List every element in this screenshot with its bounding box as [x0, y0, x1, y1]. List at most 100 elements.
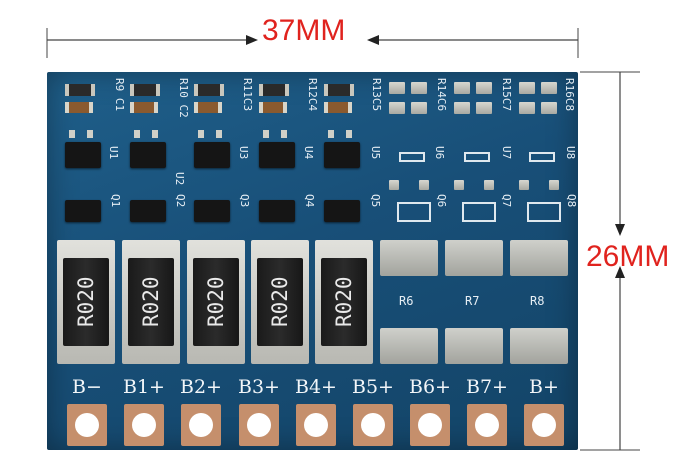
terminal-hole: [418, 413, 442, 437]
resistor-ref-label: R7: [465, 294, 480, 308]
ic-pin: [346, 130, 352, 138]
ic-chip: [324, 142, 360, 168]
terminal-pad-b7[interactable]: [467, 404, 507, 446]
shunt-body: [321, 258, 367, 346]
shunt-marking: R020: [74, 276, 98, 328]
ref-label: R9 C1: [113, 78, 126, 112]
ic-chip: [130, 142, 166, 168]
empty-resistor-pad: [445, 328, 503, 364]
height-dimension-label: 26MM: [586, 240, 670, 273]
empty-pad: [519, 102, 535, 114]
terminal-label: B−: [72, 376, 102, 398]
shunt-resistor: R020: [187, 240, 245, 364]
shunt-resistor: R020: [122, 240, 180, 364]
ic-ref-label: U3: [237, 146, 250, 160]
ic-chip: [65, 142, 101, 168]
empty-resistor-pad: [445, 240, 503, 276]
ic-ref-label: U7: [500, 146, 513, 160]
q-ref-label: Q6: [435, 194, 448, 208]
terminal-pad-b6[interactable]: [410, 404, 450, 446]
terminal-pad-b5[interactable]: [353, 404, 393, 446]
ic-ref-label: U8: [564, 146, 577, 160]
shunt-body: [63, 258, 109, 346]
chip-resistor: [324, 84, 354, 96]
terminal-label: B6+: [409, 376, 451, 398]
ic-ref-label: U5: [369, 146, 382, 160]
ic-ref-label: U1: [107, 146, 120, 160]
ic-ref-label: U6: [433, 146, 446, 160]
chip-capacitor: [324, 102, 352, 113]
chip-resistor: [130, 84, 160, 96]
empty-pad: [519, 82, 535, 94]
empty-resistor-pad: [510, 240, 568, 276]
terminal-hole: [361, 413, 385, 437]
empty-pad: [454, 180, 464, 190]
ic-pin: [198, 130, 204, 138]
terminal-label: B1+: [123, 376, 165, 398]
terminal-pad-b1[interactable]: [124, 404, 164, 446]
ref-label: R14C6: [435, 78, 448, 112]
ic-pin: [263, 130, 269, 138]
chip-capacitor: [65, 102, 93, 113]
shunt-body: [128, 258, 174, 346]
ic-ref-label: U4: [302, 146, 315, 160]
terminal-hole: [304, 413, 328, 437]
empty-pad: [411, 82, 427, 94]
empty-pad: [549, 180, 559, 190]
ref-label: R15C7: [500, 78, 513, 112]
terminal-label: B3+: [238, 376, 280, 398]
shunt-resistor: R020: [57, 240, 115, 364]
ic-pin: [69, 130, 75, 138]
terminal-hole: [189, 413, 213, 437]
shunt-marking: R020: [332, 276, 356, 328]
shunt-marking: R020: [139, 276, 163, 328]
mosfet: [130, 200, 166, 222]
empty-pad: [411, 102, 427, 114]
chip-resistor: [65, 84, 95, 96]
empty-pad: [476, 102, 492, 114]
empty-pad: [519, 180, 529, 190]
shunt-body: [257, 258, 303, 346]
q-outline: [462, 202, 496, 222]
q-ref-label: Q2: [174, 194, 187, 208]
empty-resistor-pad: [510, 328, 568, 364]
empty-resistor-pad: [380, 328, 438, 364]
terminal-pad-b-minus[interactable]: [67, 404, 107, 446]
terminal-pad-b-plus[interactable]: [524, 404, 564, 446]
empty-pad: [454, 82, 470, 94]
mosfet: [259, 200, 295, 222]
q-ref-label: Q4: [303, 194, 316, 208]
ref-label: R10 C2: [177, 78, 190, 118]
ic-pin: [87, 130, 93, 138]
q-ref-label: Q5: [369, 194, 382, 208]
terminal-pad-b3[interactable]: [239, 404, 279, 446]
terminal-label: B+: [529, 376, 559, 398]
resistor-ref-label: R8: [530, 294, 545, 308]
ic-outline: [399, 152, 425, 162]
terminal-hole: [532, 413, 556, 437]
ic-pin: [216, 130, 222, 138]
q-ref-label: Q1: [109, 194, 122, 208]
empty-pad: [389, 180, 399, 190]
terminal-pad-b4[interactable]: [296, 404, 336, 446]
ic-ref-label: U2: [173, 172, 186, 186]
resistor-ref-label: R6: [399, 294, 414, 308]
chip-capacitor: [130, 102, 158, 113]
ref-label: R16C8: [563, 78, 576, 112]
shunt-body: [193, 258, 239, 346]
ic-pin: [328, 130, 334, 138]
q-ref-label: Q8: [565, 194, 578, 208]
empty-pad: [541, 82, 557, 94]
ic-outline: [529, 152, 555, 162]
terminal-hole: [75, 413, 99, 437]
chip-resistor: [194, 84, 224, 96]
terminal-pad-b2[interactable]: [181, 404, 221, 446]
q-outline: [397, 202, 431, 222]
shunt-resistor: R020: [251, 240, 309, 364]
ic-chip: [194, 142, 230, 168]
terminal-label: B4+: [295, 376, 337, 398]
chip-resistor: [259, 84, 289, 96]
empty-pad: [419, 180, 429, 190]
mosfet: [194, 200, 230, 222]
